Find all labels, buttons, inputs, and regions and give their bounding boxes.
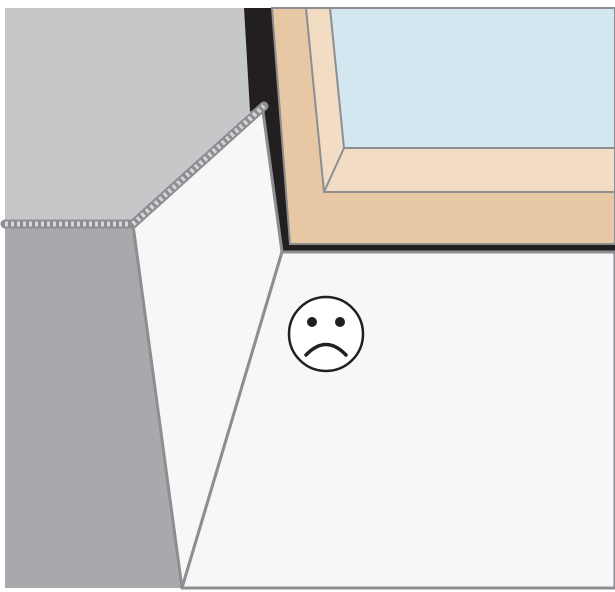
sealant-bead-diagonal bbox=[128, 101, 269, 229]
window-glass bbox=[328, 7, 615, 149]
sad-face-icon bbox=[287, 295, 365, 373]
lower-wall bbox=[5, 225, 182, 588]
window-seal-strip bbox=[244, 8, 615, 252]
frame-bevel-line bbox=[323, 147, 345, 193]
